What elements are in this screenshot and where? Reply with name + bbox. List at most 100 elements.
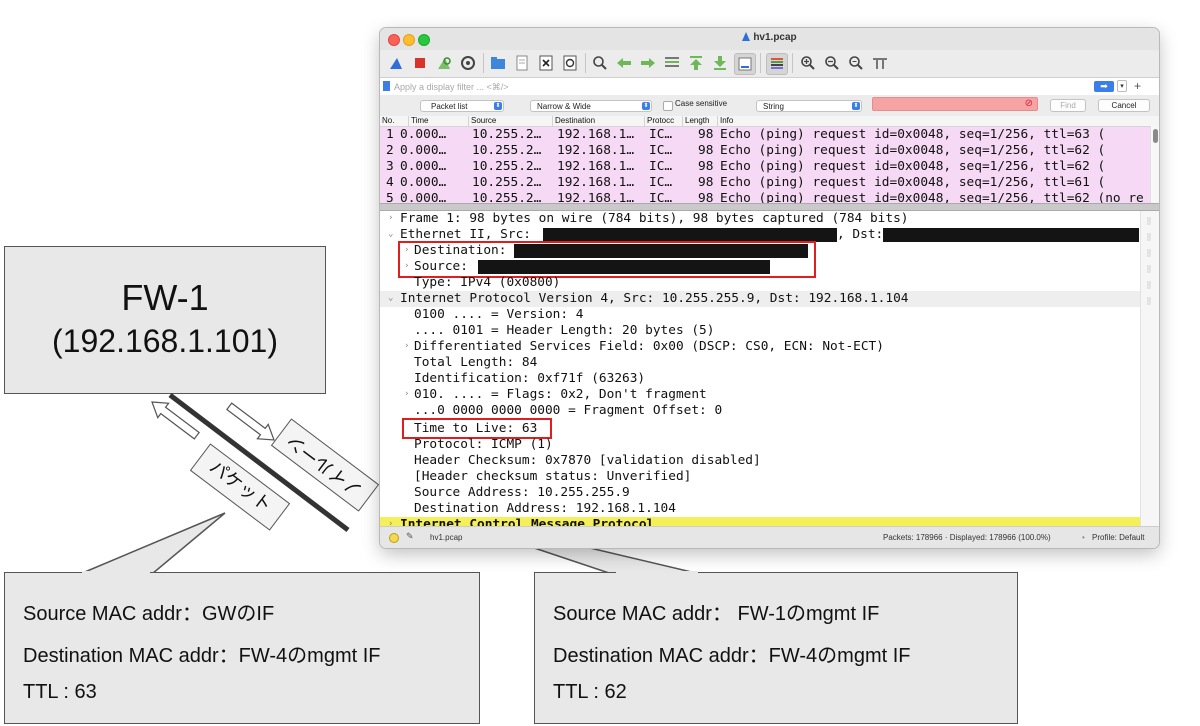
close-file-icon[interactable] bbox=[536, 53, 556, 73]
zoom-normal-icon[interactable] bbox=[846, 53, 866, 73]
expand-chevron-icon[interactable]: › bbox=[404, 261, 410, 271]
go-first-packet-icon[interactable] bbox=[686, 53, 706, 73]
find-packet-search-icon[interactable] bbox=[590, 53, 610, 73]
capture-options-gear-icon[interactable] bbox=[458, 53, 478, 73]
packet-time: 0.000… bbox=[400, 143, 447, 158]
find-button[interactable]: Find bbox=[1050, 99, 1086, 112]
detail-ethernet-dst: , Dst: bbox=[837, 227, 884, 242]
col-length[interactable]: Length bbox=[685, 116, 710, 125]
clear-search-icon[interactable]: ⊘ bbox=[1024, 98, 1033, 109]
detail-ip-total-length[interactable]: Total Length: 84 bbox=[414, 355, 538, 370]
detail-ip-identification[interactable]: Identification: 0xf71f (63263) bbox=[414, 371, 646, 386]
status-ready-icon bbox=[389, 533, 399, 543]
minimize-window-button[interactable] bbox=[403, 34, 415, 46]
col-info[interactable]: Info bbox=[720, 116, 734, 125]
restart-capture-icon[interactable] bbox=[434, 53, 454, 73]
expand-chevron-icon[interactable]: › bbox=[404, 389, 410, 399]
expand-chevron-icon[interactable]: › bbox=[404, 245, 410, 255]
start-capture-fin-icon[interactable] bbox=[386, 53, 406, 73]
open-folder-icon[interactable] bbox=[488, 53, 508, 73]
char-width-select[interactable]: Narrow & Wide⬍ bbox=[530, 100, 652, 112]
status-profile[interactable]: Profile: Default bbox=[1092, 533, 1145, 542]
packet-no: 1 bbox=[386, 127, 394, 142]
packet-length: 98 bbox=[698, 159, 714, 174]
toolbar-separator bbox=[483, 53, 484, 73]
detail-eth-type[interactable]: Type: IPv4 (0x0800) bbox=[414, 275, 561, 290]
filter-dropdown-chevron-icon[interactable]: ▾ bbox=[1117, 80, 1127, 92]
colorize-icon[interactable] bbox=[766, 53, 788, 75]
detail-icmp[interactable]: Internet Control Message Protocol bbox=[400, 517, 655, 526]
case-sensitive-checkbox[interactable] bbox=[663, 101, 673, 111]
apply-filter-arrow-icon[interactable]: ➡ bbox=[1094, 81, 1114, 92]
expand-chevron-icon[interactable]: › bbox=[388, 213, 394, 223]
detail-ip-checksum[interactable]: Header Checksum: 0x7870 [validation disa… bbox=[414, 453, 761, 468]
wireshark-window: hv1.pcap ➡ ▾ + Packet list⬍ bbox=[380, 28, 1159, 548]
zoom-out-icon[interactable] bbox=[822, 53, 842, 73]
zoom-in-icon[interactable] bbox=[798, 53, 818, 73]
bookmark-icon[interactable] bbox=[383, 81, 390, 91]
col-no[interactable]: No. bbox=[382, 116, 395, 125]
expand-chevron-icon[interactable]: › bbox=[388, 519, 394, 526]
packet-time: 0.000… bbox=[400, 159, 447, 174]
find-text-input[interactable]: ⊘ bbox=[872, 97, 1038, 111]
detail-ethernet[interactable]: Ethernet II, Src: bbox=[400, 227, 531, 242]
detail-ip-header-length[interactable]: .... 0101 = Header Length: 20 bytes (5) bbox=[414, 323, 715, 338]
go-back-arrow-icon[interactable] bbox=[614, 53, 634, 73]
display-filter-input[interactable] bbox=[394, 79, 1094, 94]
go-last-packet-icon[interactable] bbox=[710, 53, 730, 73]
resize-columns-icon[interactable] bbox=[870, 53, 890, 73]
col-destination[interactable]: Destination bbox=[555, 116, 596, 125]
detail-ip-protocol[interactable]: Protocol: ICMP (1) bbox=[414, 437, 553, 452]
search-type-select[interactable]: String⬍ bbox=[756, 100, 862, 112]
packet-destination: 192.168.1… bbox=[557, 127, 635, 142]
detail-ip-checksum-status[interactable]: [Header checksum status: Unverified] bbox=[414, 469, 692, 484]
detail-ip-flags[interactable]: 010. .... = Flags: 0x2, Don't fragment bbox=[414, 387, 707, 402]
autoscroll-icon[interactable] bbox=[734, 53, 756, 75]
case-sensitive-label: Case sensitive bbox=[675, 99, 728, 108]
right-callout-ttl: TTL : 62 bbox=[553, 681, 627, 703]
details-scrollbar[interactable] bbox=[1140, 211, 1159, 526]
detail-ip-header[interactable]: Internet Protocol Version 4, Src: 10.255… bbox=[400, 291, 909, 306]
go-to-packet-icon[interactable] bbox=[662, 53, 682, 73]
go-forward-arrow-icon[interactable] bbox=[638, 53, 658, 73]
packet-info: Echo (ping) request id=0x0048, seq=1/256… bbox=[720, 143, 1106, 158]
detail-ip-dsf[interactable]: Differentiated Services Field: 0x00 (DSC… bbox=[414, 339, 884, 354]
expand-chevron-icon[interactable]: › bbox=[404, 341, 410, 351]
col-protocol[interactable]: Protocc bbox=[647, 116, 675, 125]
title-bar[interactable]: hv1.pcap bbox=[380, 28, 1159, 51]
status-file: hv1.pcap bbox=[430, 533, 463, 542]
detail-ip-fragment-offset[interactable]: ...0 0000 0000 0000 = Fragment Offset: 0 bbox=[414, 403, 723, 418]
collapse-chevron-icon[interactable]: ⌄ bbox=[388, 229, 394, 239]
packet-list-scroll-thumb[interactable] bbox=[1153, 129, 1158, 143]
detail-frame[interactable]: Frame 1: 98 bytes on wire (784 bits), 98… bbox=[400, 211, 909, 226]
close-window-button[interactable] bbox=[388, 34, 400, 46]
add-filter-button-plus-icon[interactable]: + bbox=[1134, 79, 1142, 93]
detail-ip-ttl[interactable]: Time to Live: 63 bbox=[414, 421, 538, 436]
detail-ip-source-address[interactable]: Source Address: 10.255.255.9 bbox=[414, 485, 630, 500]
reload-file-icon[interactable] bbox=[560, 53, 580, 73]
detail-eth-source[interactable]: Source: bbox=[414, 259, 468, 274]
stop-capture-icon[interactable] bbox=[410, 53, 430, 73]
save-file-icon[interactable] bbox=[512, 53, 532, 73]
left-tail-join bbox=[82, 571, 150, 575]
packet-no: 3 bbox=[386, 159, 394, 174]
col-time[interactable]: Time bbox=[411, 116, 429, 125]
pane-splitter[interactable] bbox=[380, 203, 1159, 211]
col-source[interactable]: Source bbox=[471, 116, 497, 125]
detail-ip-destination-address[interactable]: Destination Address: 192.168.1.104 bbox=[414, 501, 676, 516]
zoom-window-button[interactable] bbox=[418, 34, 430, 46]
packet-info: Echo (ping) request id=0x0048, seq=1/256… bbox=[720, 191, 1144, 206]
packet-details: › Frame 1: 98 bytes on wire (784 bits), … bbox=[380, 211, 1159, 526]
cancel-button[interactable]: Cancel bbox=[1098, 99, 1150, 112]
column-divider bbox=[717, 116, 718, 126]
collapse-chevron-icon[interactable]: ⌄ bbox=[388, 293, 394, 303]
detail-eth-destination[interactable]: Destination: bbox=[414, 243, 507, 258]
detail-ip-version[interactable]: 0100 .... = Version: 4 bbox=[414, 307, 584, 322]
packet-list-scrollbar[interactable] bbox=[1150, 126, 1159, 204]
edit-comment-icon[interactable]: ✎ bbox=[406, 531, 414, 541]
search-in-select[interactable]: Packet list⬍ bbox=[420, 100, 504, 112]
